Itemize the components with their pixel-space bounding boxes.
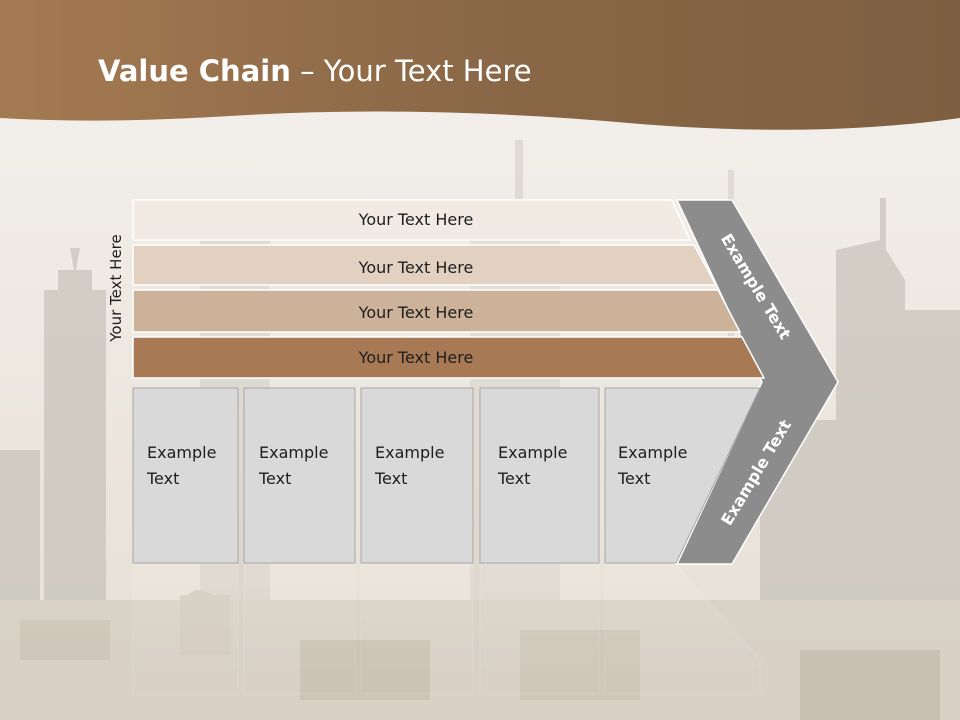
bar-4-label: Your Text Here — [358, 348, 474, 367]
box-3-line2: Text — [374, 469, 407, 488]
box-1: Example Text — [132, 387, 239, 564]
bar-1-label: Your Text Here — [358, 210, 474, 229]
box-3-line1: Example — [375, 443, 444, 462]
bar-1: Your Text Here — [132, 199, 692, 241]
bar-2-label: Your Text Here — [358, 258, 474, 277]
box-5-line1: Example — [618, 443, 687, 462]
bar-2: Your Text Here — [132, 244, 718, 286]
bar-3: Your Text Here — [132, 289, 742, 333]
vertical-label: Your Text Here — [107, 234, 125, 342]
title-bold: Value Chain — [98, 54, 291, 88]
bar-3-label: Your Text Here — [358, 303, 474, 322]
box-2-line2: Text — [258, 469, 291, 488]
box-5: Example Text — [604, 387, 761, 564]
bar-4: Your Text Here — [132, 336, 766, 379]
header-band — [0, 0, 960, 130]
box-2: Example Text — [243, 387, 356, 564]
box-1-line2: Text — [146, 469, 179, 488]
box-1-line1: Example — [147, 443, 216, 462]
box-2-line1: Example — [259, 443, 328, 462]
box-4: Example Text — [479, 387, 600, 564]
box-4-line1: Example — [498, 443, 567, 462]
reflection — [132, 563, 761, 695]
box-4-line2: Text — [497, 469, 530, 488]
box-5-line2: Text — [617, 469, 650, 488]
box-3: Example Text — [360, 387, 474, 564]
slide-title: Value Chain – Your Text Here — [98, 54, 532, 88]
title-rest: – Your Text Here — [290, 54, 532, 88]
chevron-arrow — [675, 199, 839, 565]
